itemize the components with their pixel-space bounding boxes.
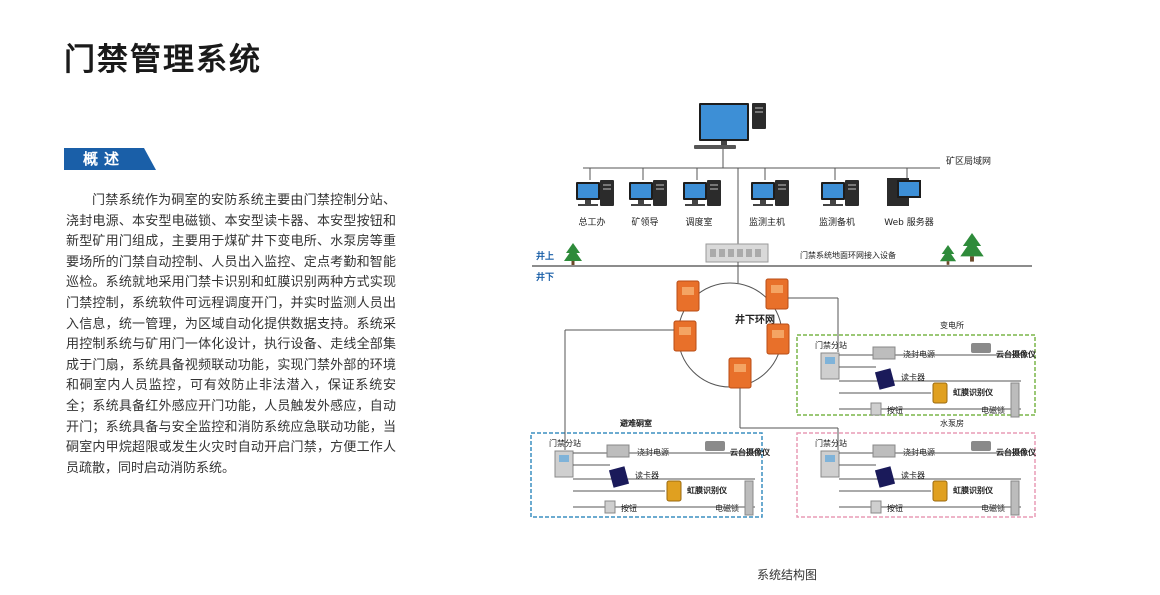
magnetic-lock-label: 电磁锁 [981, 503, 1005, 513]
card-reader-icon [874, 466, 896, 488]
ptz-camera-icon [705, 441, 725, 451]
button-icon [870, 402, 882, 416]
ring-switch-icon [673, 320, 697, 352]
ptz-camera-label: 云台摄像仪 [730, 447, 771, 457]
iris-reader-icon [932, 382, 948, 404]
button-icon [604, 500, 616, 514]
workstation-monitor-icon [821, 182, 845, 206]
room-substation-border [796, 334, 1036, 416]
card-reader-label: 读卡器 [635, 470, 659, 480]
workstation-monitor-icon [629, 182, 653, 206]
page-title: 门禁管理系统 [64, 42, 262, 78]
magnetic-lock-label: 电磁锁 [715, 503, 739, 513]
iris-reader-icon [932, 480, 948, 502]
workstation-label: 总工办 [578, 216, 605, 228]
ptz-camera-icon [971, 343, 991, 353]
card-reader-label: 读卡器 [901, 470, 925, 480]
workstation-label: 调度室 [685, 216, 712, 228]
web-server-icon [887, 178, 921, 206]
button-label: 按钮 [621, 503, 637, 513]
power-supply-icon [872, 346, 896, 360]
access-device-icon [705, 243, 769, 263]
power-supply-label: 浇封电源 [903, 349, 935, 359]
ring-switch-icon [676, 280, 700, 312]
workstation-monitor-icon [576, 182, 600, 206]
magnetic-lock-icon [1010, 480, 1020, 516]
room-name-label: 变电所 [940, 320, 964, 330]
diagram-caption: 系统结构图 [756, 568, 817, 582]
workstation-tower-icon [775, 180, 789, 206]
button-label: 按钮 [887, 503, 903, 513]
workstation-label: Web 服务器 [884, 216, 933, 228]
section-tag-shape [64, 148, 156, 170]
station-label: 门禁分站 [815, 438, 847, 448]
section-tag: 概述 [64, 148, 156, 170]
ring-switch-icon [728, 357, 752, 389]
workstation-monitor-icon [683, 182, 707, 206]
card-reader-icon [874, 368, 896, 390]
above-ground-label: 井上 [536, 250, 554, 262]
tree-icon [960, 233, 984, 262]
iris-reader-icon [666, 480, 682, 502]
magnetic-lock-label: 电磁锁 [981, 405, 1005, 415]
station-icon [820, 352, 840, 380]
ring-label: 井下环网 [735, 313, 775, 326]
room-refuge-border [530, 432, 763, 518]
workstation-tower-icon [600, 180, 614, 206]
magnetic-lock-icon [744, 480, 754, 516]
iris-reader-label: 虹膜识别仪 [953, 485, 994, 495]
power-supply-label: 浇封电源 [637, 447, 669, 457]
card-reader-icon [608, 466, 630, 488]
below-ground-label: 井下 [536, 271, 554, 283]
magnetic-lock-icon [1010, 382, 1020, 418]
main-pc-tower-icon [752, 103, 766, 129]
room-name-label: 避难硐室 [620, 418, 652, 428]
workstation-label: 监测主机 [749, 216, 785, 228]
power-supply-icon [606, 444, 630, 458]
power-supply-icon [872, 444, 896, 458]
workstation-tower-icon [653, 180, 667, 206]
button-label: 按钮 [887, 405, 903, 415]
button-icon [870, 500, 882, 514]
workstation-monitor-icon [751, 182, 775, 206]
card-reader-label: 读卡器 [901, 372, 925, 382]
main-pc-keyboard-icon [694, 145, 736, 149]
station-icon [820, 450, 840, 478]
station-label: 门禁分站 [815, 340, 847, 350]
tree-icon [939, 245, 957, 265]
workstation-label: 矿领导 [631, 216, 658, 228]
iris-reader-label: 虹膜识别仪 [687, 485, 728, 495]
ptz-camera-label: 云台摄像仪 [996, 349, 1037, 359]
ptz-camera-label: 云台摄像仪 [996, 447, 1037, 457]
iris-reader-label: 虹膜识别仪 [953, 387, 994, 397]
room-pump-border [796, 432, 1036, 518]
workstation-tower-icon [707, 180, 721, 206]
workstation-label: 监测备机 [819, 216, 855, 228]
ring-switch-icon [765, 278, 789, 310]
access-device-label: 门禁系统地面环网接入设备 [800, 250, 896, 260]
room-name-label: 水泵房 [940, 418, 964, 428]
section-title: 概述 [82, 150, 125, 168]
tree-icon [564, 243, 582, 265]
lan-label: 矿区局域网 [946, 155, 991, 167]
ptz-camera-icon [971, 441, 991, 451]
main-pc-monitor-icon [699, 103, 749, 147]
overview-paragraph: 门禁系统作为硐室的安防系统主要由门禁控制分站、浇封电源、本安型电磁锁、本安型读卡… [66, 193, 396, 476]
ring-switch-icon [766, 323, 790, 355]
workstation-tower-icon [845, 180, 859, 206]
station-icon [554, 450, 574, 478]
power-supply-label: 浇封电源 [903, 447, 935, 457]
